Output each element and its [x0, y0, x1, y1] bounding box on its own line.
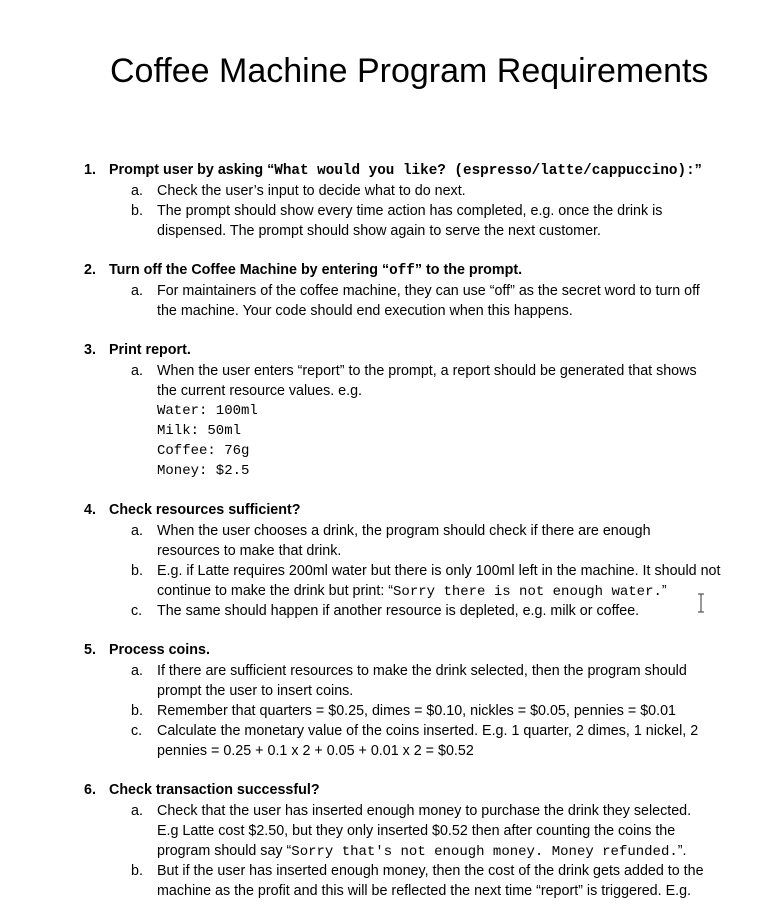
section-5-item-a: a. If there are sufficient resources to m…: [131, 661, 731, 701]
section-number: 1.: [84, 162, 96, 178]
item-letter: a.: [131, 283, 143, 299]
section-1-heading: 1. Prompt user by asking “What would you …: [84, 162, 702, 179]
item-letter: b.: [131, 863, 143, 879]
section-number: 3.: [84, 342, 96, 358]
item-text: Remember that quarters = $0.25, dimes = …: [157, 703, 676, 719]
section-number: 5.: [84, 642, 96, 658]
section-5-heading: 5. Process coins.: [84, 642, 210, 658]
section-6-item-b: b. But if the user has inserted enough mo…: [131, 861, 731, 901]
item-text: Check the user’s input to decide what to…: [157, 183, 466, 199]
section-1-item-b: b. The prompt should show every time acti…: [131, 201, 731, 241]
section-6-item-a: a. Check that the user has inserted enoug…: [131, 801, 731, 862]
report-line-water: Water: 100ml: [157, 403, 258, 419]
item-letter: a.: [131, 183, 143, 199]
item-text: When the user chooses a drink, the progr…: [157, 523, 651, 559]
section-5-item-b: b. Remember that quarters = $0.25, dimes …: [131, 701, 731, 721]
item-letter: a.: [131, 663, 143, 679]
page-title: Coffee Machine Program Requirements: [110, 52, 709, 90]
item-letter: b.: [131, 703, 143, 719]
section-number: 4.: [84, 502, 96, 518]
section-1-item-a: a. Check the user’s input to decide what …: [131, 181, 731, 201]
item-text: Check that the user has inserted enough …: [157, 803, 692, 859]
item-letter: a.: [131, 523, 143, 539]
item-text: If there are sufficient resources to mak…: [157, 663, 687, 699]
report-line-money: Money: $2.5: [157, 463, 250, 479]
heading-text: Check transaction successful?: [109, 782, 320, 798]
section-3-item-a: a. When the user enters “report” to the p…: [131, 361, 731, 401]
section-4-item-a: a. When the user chooses a drink, the pro…: [131, 521, 731, 561]
item-text: The same should happen if another resour…: [157, 603, 640, 619]
item-letter: b.: [131, 203, 143, 219]
section-5-item-c: c. Calculate the monetary value of the co…: [131, 721, 731, 761]
item-letter: c.: [131, 603, 143, 619]
item-text: E.g. if Latte requires 200ml water but t…: [157, 563, 721, 599]
item-text-post: ”: [661, 583, 667, 599]
report-line-coffee: Coffee: 76g: [157, 443, 250, 459]
item-code: Sorry there is not enough water.: [393, 584, 662, 600]
heading-text-post: ”: [694, 162, 702, 178]
section-2-item-a: a. For maintainers of the coffee machine,…: [131, 281, 731, 321]
heading-text: Turn off the Coffee Machine by entering …: [109, 262, 390, 278]
section-4-heading: 4. Check resources sufficient?: [84, 502, 301, 518]
item-text-post: ”.: [677, 843, 687, 859]
report-line-milk: Milk: 50ml: [157, 423, 242, 439]
section-number: 6.: [84, 782, 96, 798]
section-4-item-b: b. E.g. if Latte requires 200ml water but…: [131, 561, 731, 602]
heading-text: Print report.: [109, 342, 191, 358]
item-letter: a.: [131, 363, 143, 379]
section-6-heading: 6. Check transaction successful?: [84, 782, 320, 798]
item-code: Sorry that's not enough money. Money ref…: [291, 844, 678, 860]
heading-code: off: [389, 263, 415, 279]
item-text: For maintainers of the coffee machine, t…: [157, 283, 700, 319]
item-letter: a.: [131, 803, 143, 819]
section-3-heading: 3. Print report.: [84, 342, 191, 358]
heading-text: Prompt user by asking “: [109, 162, 275, 178]
item-text: Calculate the monetary value of the coin…: [157, 723, 699, 759]
heading-code: What would you like? (espresso/latte/cap…: [274, 163, 695, 179]
heading-text: Check resources sufficient?: [109, 502, 301, 518]
section-4-item-c: c. The same should happen if another reso…: [131, 601, 731, 621]
item-text: But if the user has inserted enough mone…: [157, 863, 704, 899]
item-text: The prompt should show every time action…: [157, 203, 663, 239]
item-text: When the user enters “report” to the pro…: [157, 363, 697, 399]
text-cursor-icon: [698, 593, 704, 613]
item-letter: c.: [131, 723, 143, 739]
heading-text: Process coins.: [109, 642, 210, 658]
heading-text-post: ” to the prompt.: [414, 262, 523, 278]
section-2-heading: 2. Turn off the Coffee Machine by enterin…: [84, 262, 522, 279]
item-letter: b.: [131, 563, 143, 579]
section-number: 2.: [84, 262, 96, 278]
